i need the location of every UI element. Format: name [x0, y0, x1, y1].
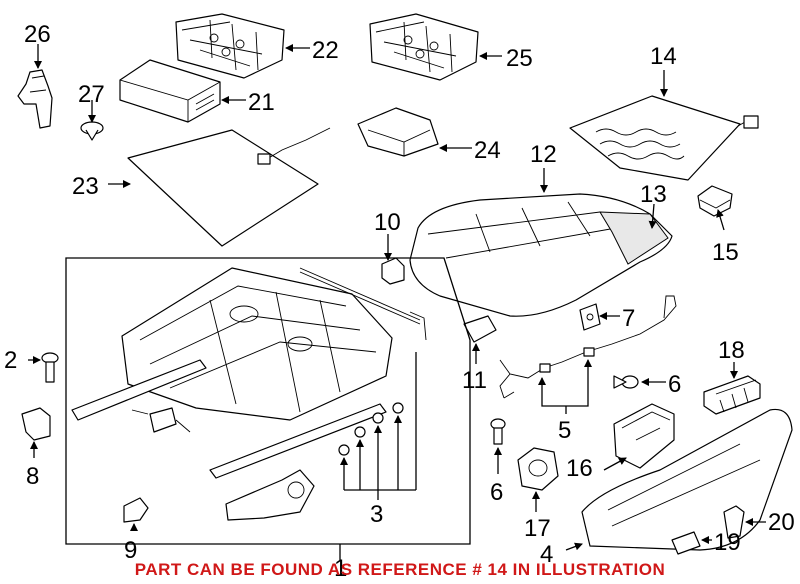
callout-26: 26 [24, 21, 51, 48]
callout-12: 12 [530, 141, 557, 168]
callout-9: 9 [124, 537, 137, 564]
callout-6-lower: 6 [490, 479, 503, 506]
callout-21: 21 [248, 89, 275, 116]
part-4-trim [581, 408, 793, 551]
part-7-clip [579, 303, 601, 331]
callout-24: 24 [474, 137, 501, 164]
callout-6-right: 6 [668, 371, 681, 398]
part-1-frame-box [65, 257, 471, 545]
callout-4: 4 [540, 541, 553, 568]
callout-7: 7 [622, 305, 635, 332]
part-10-clip [381, 257, 405, 285]
callout-17: 17 [524, 515, 551, 542]
part-22-tray [175, 13, 285, 79]
part-16-motor [613, 403, 675, 469]
part-18-switch [703, 375, 761, 415]
part-21-module [119, 59, 221, 123]
callout-8: 8 [26, 463, 39, 490]
part-14-heater [569, 95, 759, 181]
callout-2: 2 [4, 347, 17, 374]
callout-20: 20 [768, 509, 795, 536]
callout-labels: 26 27 22 25 21 24 23 14 12 13 15 10 7 11… [4, 21, 795, 582]
part-19-cap [671, 531, 701, 555]
callout-1: 1 [334, 555, 347, 582]
callout-10: 10 [374, 209, 401, 236]
callout-16: 16 [566, 455, 593, 482]
callout-25: 25 [506, 45, 533, 72]
callout-27: 27 [78, 81, 105, 108]
part-17-switch [517, 447, 559, 491]
part-12-cushion [409, 193, 673, 317]
part-25-tray [369, 13, 479, 81]
callout-11: 11 [462, 367, 487, 394]
part-6-bolt-a [490, 418, 506, 445]
callout-22: 22 [312, 37, 339, 64]
part-24-sensor [357, 107, 439, 157]
callout-13: 13 [640, 181, 667, 208]
part-8-clip [21, 407, 51, 441]
callout-18: 18 [718, 337, 745, 364]
part-23-pad [127, 127, 331, 247]
callout-14: 14 [650, 43, 677, 70]
part-6-bolt-b [613, 375, 639, 389]
part-26-bracket [17, 69, 53, 129]
part-5-wiring [499, 295, 677, 399]
reference-note: PART CAN BE FOUND AS REFERENCE # 14 IN I… [134, 560, 666, 579]
callout-23: 23 [72, 173, 99, 200]
leader-lines [28, 44, 766, 560]
callout-19: 19 [714, 529, 741, 556]
part-2-bolt [41, 352, 59, 383]
callout-5: 5 [558, 417, 571, 444]
part-20-cap [723, 505, 745, 539]
part-27-screw [80, 121, 104, 141]
part-11-clip [463, 315, 497, 343]
part-15-connector [697, 185, 733, 217]
callout-3: 3 [370, 501, 383, 528]
callout-15: 15 [712, 239, 739, 266]
